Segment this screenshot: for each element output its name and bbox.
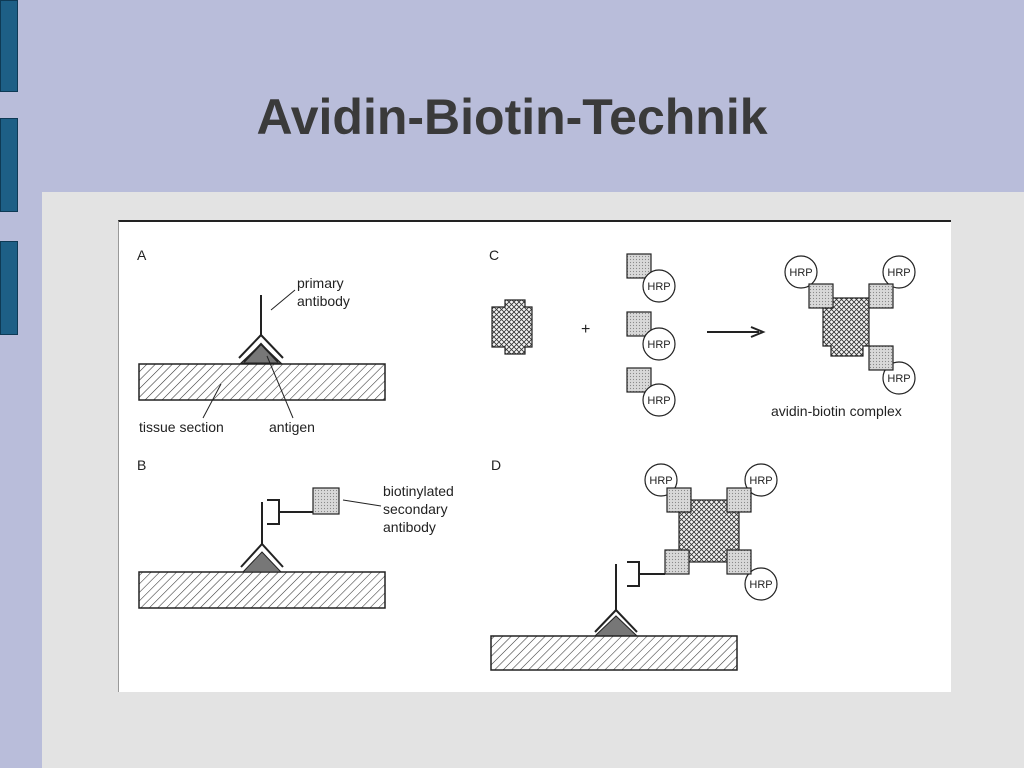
panel-label-b: B <box>137 457 146 473</box>
side-tab-3 <box>0 241 18 335</box>
panel-d-primary-antibody <box>594 564 638 633</box>
panel-d-secondary-antibody <box>627 561 665 587</box>
label-biotin-line2: secondary <box>383 501 448 517</box>
panel-label-c: C <box>489 247 499 263</box>
label-biotin-line3: antibody <box>383 519 436 535</box>
hrp-label: HRP <box>649 475 672 487</box>
panel-d-complex: HRP HRP HRP <box>644 463 778 601</box>
label-antigen: antigen <box>269 419 315 435</box>
hrp-label: HRP <box>647 281 670 293</box>
pointer-primary <box>270 289 296 311</box>
panel-b-tissue <box>138 571 386 609</box>
biotin-hrp-unit: HRP <box>626 311 676 361</box>
reaction-arrow <box>707 326 766 338</box>
label-biotin-line1: biotinylated <box>383 483 454 499</box>
slide-title: Avidin-Biotin-Technik <box>256 89 768 145</box>
label-primary-line1: primary <box>297 275 344 291</box>
pointer-biotin <box>342 499 382 507</box>
hrp-label: HRP <box>887 373 910 385</box>
side-tab-1 <box>0 0 18 92</box>
hrp-label: HRP <box>887 267 910 279</box>
hrp-label: HRP <box>789 267 812 279</box>
panel-b-biotin <box>312 487 340 515</box>
panel-c-complex: HRP HRP HRP <box>784 255 916 395</box>
label-complex: avidin-biotin complex <box>771 403 902 419</box>
panel-b-primary-antibody <box>240 502 284 568</box>
panel-label-a: A <box>137 247 147 263</box>
panel-a-primary-antibody <box>238 295 284 363</box>
panel-b-secondary-antibody <box>267 499 313 525</box>
pointer-tissue <box>202 383 222 419</box>
hrp-label: HRP <box>647 339 670 351</box>
panel-c-avidin <box>491 299 533 355</box>
label-primary-line2: antibody <box>297 293 350 309</box>
hrp-label: HRP <box>749 475 772 487</box>
pointer-antigen <box>266 355 294 419</box>
side-tab-2 <box>0 118 18 212</box>
plus-sign: + <box>581 321 590 338</box>
biotin-hrp-unit: HRP <box>626 253 676 303</box>
diagram-figure: A primary antibody tissue section antige… <box>118 220 951 692</box>
avidin-biotin-diagram: A primary antibody tissue section antige… <box>137 247 916 671</box>
panel-b-antigen <box>241 551 283 573</box>
panel-a-tissue <box>138 363 386 401</box>
panel-label-d: D <box>491 457 501 473</box>
biotin-hrp-unit: HRP <box>626 367 676 417</box>
label-tissue-section: tissue section <box>139 419 224 435</box>
hrp-label: HRP <box>749 579 772 591</box>
panel-d-tissue <box>490 635 738 671</box>
hrp-label: HRP <box>647 395 670 407</box>
